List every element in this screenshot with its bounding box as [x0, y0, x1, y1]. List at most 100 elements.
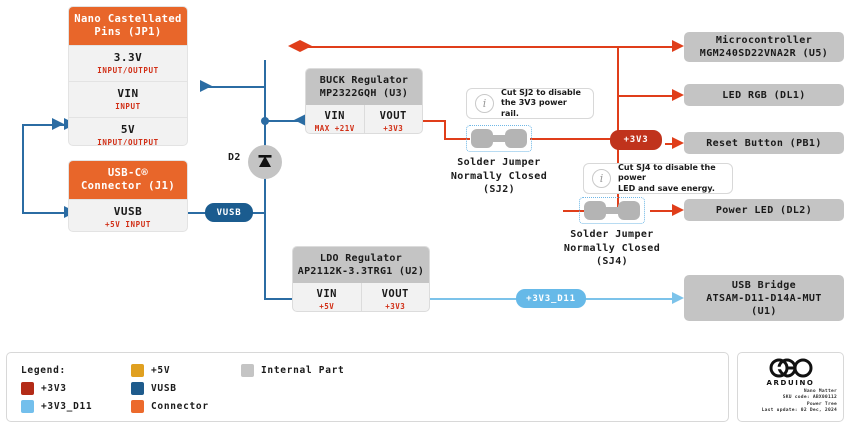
- block-buck-regulator[interactable]: BUCK Regulator MP2322GQH (U3) VIN MAX +2…: [305, 68, 423, 134]
- ldo-pin-name: VIN: [316, 288, 337, 300]
- wire-3v3-to-reset: [665, 143, 679, 145]
- sj2-outline: [466, 125, 532, 152]
- nano-pin-row-5v[interactable]: 5V INPUT/OUTPUT: [69, 117, 187, 146]
- legend-swatch-3v3-d11: [21, 399, 34, 413]
- usb-c-row-vusb[interactable]: VUSB +5V INPUT: [69, 199, 187, 231]
- buck-pin-vin[interactable]: VIN MAX +21V: [306, 105, 364, 133]
- sj4-pad-left: [584, 201, 606, 220]
- nano-pin-row-3v3[interactable]: 3.3V INPUT/OUTPUT: [69, 45, 187, 81]
- usb-c-title-line2: Connector (J1): [80, 180, 176, 192]
- microcontroller-line1: Microcontroller: [715, 35, 813, 46]
- block-power-led[interactable]: Power LED (DL2): [684, 199, 844, 221]
- wire-d11-right: [580, 298, 678, 300]
- block-nano-castellated-pins[interactable]: Nano Castellated Pins (JP1) 3.3V INPUT/O…: [68, 6, 188, 146]
- diode-icon: [258, 155, 272, 167]
- ldo-title-line2: AP2112K-3.3TRG1 (U2): [297, 266, 425, 277]
- legend-label-connector: Connector: [151, 400, 209, 412]
- block-reset-button[interactable]: Reset Button (PB1): [684, 132, 844, 154]
- wire-ldo-vout: [430, 298, 522, 300]
- ldo-pins: VIN +5V VOUT +3V3: [293, 283, 430, 311]
- label-3v3-d11-rail: +3V3_D11: [516, 289, 586, 308]
- legend-item-vusb: VUSB: [131, 381, 241, 395]
- reset-button-label: Reset Button (PB1): [706, 137, 822, 149]
- callout-sj4-line1: Cut SJ4 to disable the power: [618, 162, 716, 183]
- diode-label-d2: D2: [228, 152, 241, 163]
- usb-c-pin-name: VUSB: [113, 205, 143, 218]
- microcontroller-line2: MGM240SD22VNA2R (U5): [699, 48, 829, 59]
- footer-line-sku: SKU code: ABX00112: [782, 395, 837, 401]
- wire-to-sj2: [444, 138, 470, 140]
- nano-pin-sub: INPUT/OUTPUT: [97, 138, 159, 146]
- usb-c-title-line1: USB-C®: [107, 167, 149, 179]
- legend-label-internal-part: Internal Part: [261, 364, 345, 376]
- block-usb-c-connector[interactable]: USB-C® Connector (J1) VUSB +5V INPUT: [68, 160, 188, 232]
- nano-pin-name: 3.3V: [113, 51, 143, 64]
- legend-item-connector: Connector: [131, 399, 241, 413]
- footer-card: ARDUINO Nano Matter SKU code: ABX00112 P…: [737, 352, 844, 422]
- nano-pins-title-line2: Pins (JP1): [94, 26, 162, 38]
- callout-sj2-line2: the 3V3 power rail.: [501, 98, 567, 118]
- legend-item-5v: +5V: [131, 363, 241, 377]
- block-ldo-regulator[interactable]: LDO Regulator AP2112K-3.3TRG1 (U2) VIN +…: [292, 246, 430, 312]
- wire-3v3-to-ledrgb: [617, 95, 679, 97]
- arduino-infinity-icon: [769, 358, 812, 378]
- callout-sj4-line2: LED and save energy.: [618, 183, 715, 193]
- wire-sj4-out: [650, 210, 680, 212]
- usb-bridge-line2: ATSAM-D11-D14A-MUT: [706, 292, 822, 304]
- wire-3v3-sj4-left: [563, 210, 565, 212]
- buck-pin-vout[interactable]: VOUT +3V3: [363, 105, 423, 133]
- sj2-pad-right: [505, 129, 527, 148]
- power-led-label: Power LED (DL2): [715, 204, 813, 216]
- sj2-caption-line1: Solder Jumper: [457, 157, 541, 168]
- sj2-bridge: [491, 135, 507, 142]
- footer-line-updated: Last update: 02 Dec, 2024: [761, 408, 837, 414]
- legend-item-internal-part: Internal Part: [241, 363, 714, 377]
- block-microcontroller[interactable]: Microcontroller MGM240SD22VNA2R (U5): [684, 32, 844, 62]
- ldo-pin-name: VOUT: [381, 288, 409, 300]
- legend-label-vusb: VUSB: [151, 382, 177, 394]
- buck-pins: VIN MAX +21V VOUT +3V3: [306, 105, 423, 133]
- wire-5v-loop-top: [22, 124, 64, 126]
- buck-title-line2: MP2322GQH (U3): [319, 88, 409, 99]
- legend-item-3v3-d11: +3V3_D11: [21, 399, 131, 413]
- sj4-caption-line3: (SJ4): [595, 256, 629, 267]
- usb-bridge-line1: USB Bridge: [731, 279, 797, 291]
- legend-swatch-vusb: [131, 381, 144, 395]
- sj4-outline: [579, 197, 645, 224]
- usb-bridge-line3: (U1): [751, 305, 777, 317]
- legend-swatch-3v3: [21, 381, 34, 395]
- label-vusb-rail: VUSB: [205, 203, 253, 222]
- callout-sj2-line1: Cut SJ2 to disable: [501, 87, 581, 97]
- nano-pin-sub: INPUT/OUTPUT: [97, 66, 159, 75]
- sj2-pad-left: [471, 129, 493, 148]
- block-usb-bridge[interactable]: USB Bridge ATSAM-D11-D14A-MUT (U1): [684, 275, 844, 321]
- sj2-caption: Solder Jumper Normally Closed (SJ2): [434, 156, 564, 197]
- buck-pin-value: MAX +21V: [314, 124, 355, 133]
- ldo-pin-vout[interactable]: VOUT +3V3: [360, 283, 430, 311]
- block-led-rgb[interactable]: LED RGB (DL1): [684, 84, 844, 106]
- wire-3v3-up: [617, 46, 619, 140]
- buck-title-line1: BUCK Regulator: [319, 75, 409, 86]
- wire-buck-vout: [422, 120, 446, 122]
- arduino-wordmark: ARDUINO: [766, 379, 815, 387]
- nano-pin-name: 5V: [120, 123, 136, 136]
- ldo-pin-value: +5V: [319, 302, 335, 311]
- legend-label-3v3-d11: +3V3_D11: [41, 400, 93, 412]
- nano-pins-title: Nano Castellated Pins (JP1): [69, 7, 187, 45]
- info-icon: i: [475, 94, 494, 113]
- wire-vusb-to-ldo: [264, 298, 304, 300]
- wire-vusb-down-ldo: [264, 212, 266, 300]
- wire-3v3-to-mcu: [617, 46, 679, 48]
- sj4-caption-line1: Solder Jumper: [570, 229, 654, 240]
- nano-pin-row-vin[interactable]: VIN INPUT: [69, 81, 187, 117]
- buck-pin-value: +3V3: [383, 124, 404, 133]
- sj4-pad-right: [618, 201, 640, 220]
- led-rgb-label: LED RGB (DL1): [722, 89, 806, 101]
- ldo-pin-vin[interactable]: VIN +5V: [293, 283, 361, 311]
- buck-pin-name: VIN: [324, 110, 345, 122]
- usb-c-pin-sub: +5V INPUT: [104, 220, 152, 229]
- nano-pin-name: VIN: [117, 87, 139, 100]
- footer-meta: Nano Matter SKU code: ABX00112 Power Tre…: [744, 389, 837, 415]
- wire-vusb-up: [264, 60, 266, 214]
